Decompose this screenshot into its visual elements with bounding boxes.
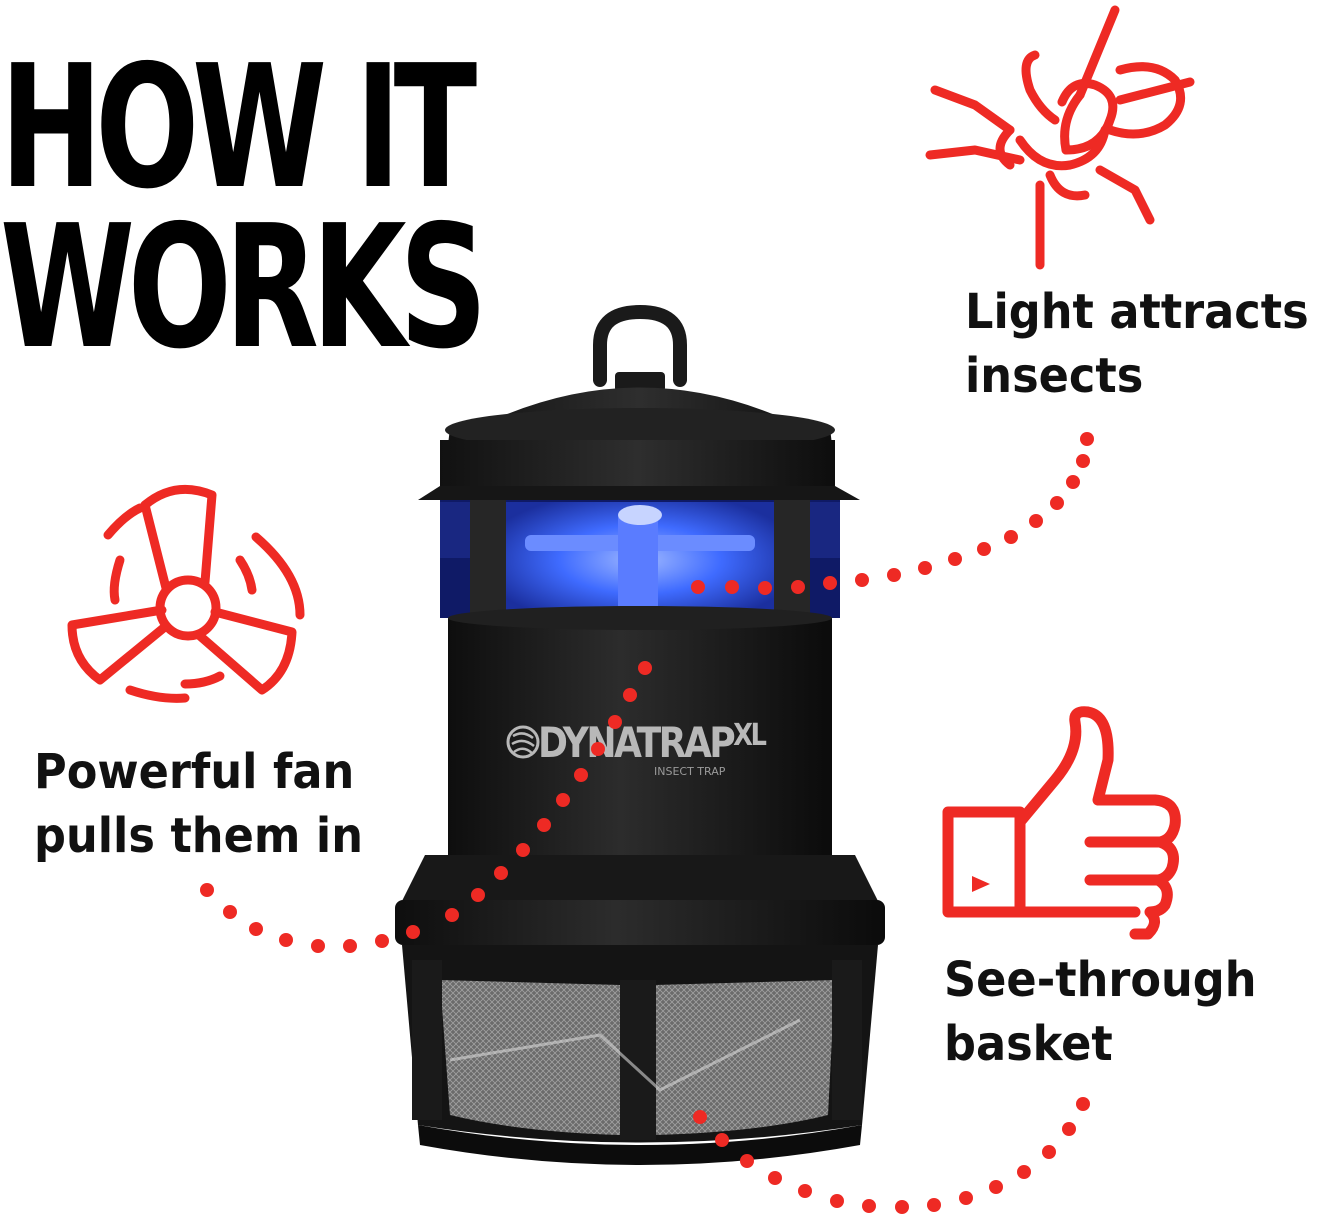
brand-swirl-icon xyxy=(506,725,540,759)
trap-body xyxy=(395,606,885,945)
feature-light-line-1: Light attracts xyxy=(965,284,1309,340)
title-line-2: WORKS xyxy=(0,189,488,387)
feature-fan-line-2: pulls them in xyxy=(34,808,363,864)
page-title: HOW IT WORKS xyxy=(0,29,488,387)
brand-model: XL xyxy=(733,718,767,753)
feature-powerful-fan: Powerful fan pulls them in xyxy=(34,740,363,868)
feature-basket-line-1: See-through xyxy=(944,952,1257,1008)
feature-fan-line-1: Powerful fan xyxy=(34,744,355,800)
feature-basket-line-2: basket xyxy=(944,1016,1113,1072)
fan-connector-dots xyxy=(200,661,652,953)
title-line-1: HOW IT xyxy=(0,29,477,227)
feature-light-line-2: insects xyxy=(965,348,1144,404)
product-brand-name: DYNATRAPXL xyxy=(538,718,767,767)
brand-name: DYNATRAP xyxy=(538,718,736,767)
basket-connector-dots xyxy=(693,1097,1090,1214)
collection-basket xyxy=(402,945,878,1165)
top-cap xyxy=(418,387,860,500)
feature-light-attracts: Light attracts insects xyxy=(965,280,1309,408)
feature-see-through-basket: See-through basket xyxy=(944,948,1257,1076)
light-connector-dots xyxy=(691,432,1094,595)
product-subtitle: INSECT TRAP xyxy=(654,765,726,778)
hanging-ring xyxy=(593,304,687,392)
uv-light-chamber xyxy=(440,500,840,620)
